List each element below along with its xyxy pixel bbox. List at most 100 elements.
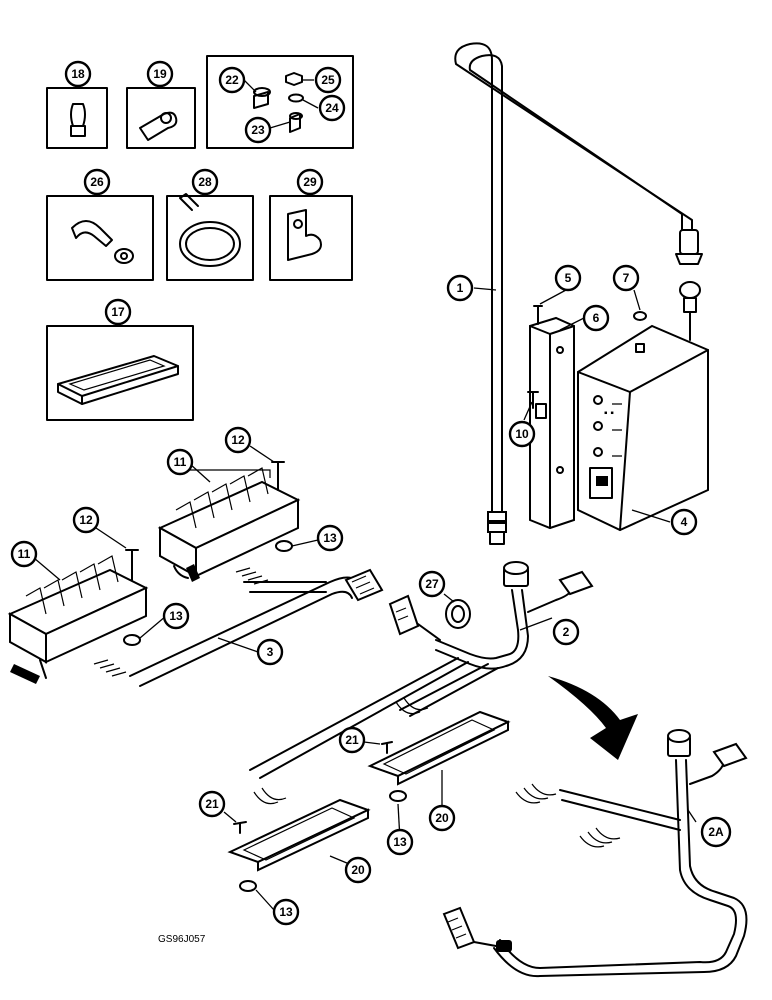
inset-hardware-22-25 xyxy=(206,55,354,149)
inset-part-17 xyxy=(46,322,194,421)
callout-13-b: 13 xyxy=(162,602,190,630)
svg-text:2A: 2A xyxy=(708,825,724,839)
svg-text:13: 13 xyxy=(323,531,337,545)
callout-28: 28 xyxy=(191,168,219,196)
svg-text:18: 18 xyxy=(71,67,85,81)
callout-5: 5 xyxy=(554,264,582,292)
svg-text:23: 23 xyxy=(251,123,265,137)
callout-2a: 2A xyxy=(700,816,732,848)
svg-text:4: 4 xyxy=(681,515,688,529)
grommet-27 xyxy=(445,599,471,629)
svg-text:13: 13 xyxy=(393,835,407,849)
callout-21-b: 21 xyxy=(198,790,226,818)
callout-18: 18 xyxy=(64,60,92,88)
callout-29: 29 xyxy=(296,168,324,196)
callout-3: 3 xyxy=(256,638,284,666)
inset-part-29 xyxy=(269,194,353,281)
direction-arrow xyxy=(548,676,638,760)
svg-text:21: 21 xyxy=(345,733,359,747)
svg-text:17: 17 xyxy=(111,305,125,319)
screw-10 xyxy=(527,391,539,409)
callout-12-upper: 12 xyxy=(224,426,252,454)
svg-text:24: 24 xyxy=(325,101,339,115)
callout-13-c: 13 xyxy=(386,828,414,856)
callout-7: 7 xyxy=(612,264,640,292)
inset-part-18 xyxy=(46,85,108,149)
svg-text:22: 22 xyxy=(225,73,239,87)
callout-19: 19 xyxy=(146,60,174,88)
bracket-6 xyxy=(529,316,575,530)
cable-1 xyxy=(454,42,703,545)
harness-2a xyxy=(442,729,748,978)
callout-25: 25 xyxy=(314,66,342,94)
harness-3 xyxy=(129,568,384,687)
harness-2 xyxy=(249,561,594,779)
callout-17: 17 xyxy=(104,298,132,326)
callout-11-upper: 11 xyxy=(166,448,194,476)
nut-13-c xyxy=(389,790,407,802)
callout-1: 1 xyxy=(446,274,474,302)
callout-4: 4 xyxy=(670,508,698,536)
svg-text:10: 10 xyxy=(515,427,529,441)
svg-text:20: 20 xyxy=(351,863,365,877)
nut-13-b xyxy=(123,634,141,646)
svg-text:20: 20 xyxy=(435,811,449,825)
control-module-4: ▪ ▪ xyxy=(577,324,709,532)
module-20-upper xyxy=(367,697,511,786)
svg-text:12: 12 xyxy=(79,513,93,527)
bolt-12-lower xyxy=(125,549,139,581)
callout-6: 6 xyxy=(582,304,610,332)
leader-lines xyxy=(33,287,697,911)
callout-21-a: 21 xyxy=(338,726,366,754)
switch-panel-11-upper xyxy=(157,467,301,582)
svg-text:27: 27 xyxy=(425,577,439,591)
module-20-lower xyxy=(227,787,371,872)
svg-text:13: 13 xyxy=(169,609,183,623)
inset-part-26 xyxy=(46,194,154,281)
screw-21-b xyxy=(233,821,247,834)
nut-13-d xyxy=(239,880,257,892)
callout-10: 10 xyxy=(508,420,536,448)
svg-text:▪ ▪: ▪ ▪ xyxy=(604,408,614,419)
svg-text:21: 21 xyxy=(205,797,219,811)
nut-13-a xyxy=(275,540,293,552)
callout-13-d: 13 xyxy=(272,898,300,926)
svg-text:25: 25 xyxy=(321,73,335,87)
callout-11-lower: 11 xyxy=(10,540,38,568)
callout-20-upper: 20 xyxy=(428,804,456,832)
svg-text:13: 13 xyxy=(279,905,293,919)
callout-27: 27 xyxy=(418,570,446,598)
svg-text:1: 1 xyxy=(457,281,464,295)
svg-text:12: 12 xyxy=(231,433,245,447)
wire-ends-upper xyxy=(235,567,269,585)
svg-text:7: 7 xyxy=(623,271,630,285)
callout-23: 23 xyxy=(244,116,272,144)
callout-22: 22 xyxy=(218,66,246,94)
svg-text:29: 29 xyxy=(303,175,317,189)
callout-26: 26 xyxy=(83,168,111,196)
svg-text:5: 5 xyxy=(565,271,572,285)
svg-text:2: 2 xyxy=(563,625,570,639)
callout-24: 24 xyxy=(318,94,346,122)
switch-panel-11-lower xyxy=(7,555,149,684)
bolt-12-upper xyxy=(271,461,285,491)
svg-text:26: 26 xyxy=(90,175,104,189)
washer-7 xyxy=(633,311,647,321)
svg-text:28: 28 xyxy=(198,175,212,189)
screw-21-a xyxy=(381,741,393,754)
svg-text:19: 19 xyxy=(153,67,167,81)
callout-12-lower: 12 xyxy=(72,506,100,534)
inset-part-28 xyxy=(166,193,254,281)
screw-5 xyxy=(533,305,543,325)
wire-ends-lower xyxy=(93,659,127,677)
callout-13-a: 13 xyxy=(316,524,344,552)
callout-20-lower: 20 xyxy=(344,856,372,884)
svg-text:11: 11 xyxy=(18,547,31,561)
svg-text:6: 6 xyxy=(593,311,600,325)
callout-2: 2 xyxy=(552,618,580,646)
svg-text:3: 3 xyxy=(267,645,274,659)
drawing-code: GS96J057 xyxy=(158,934,206,945)
inset-part-19 xyxy=(126,85,196,149)
